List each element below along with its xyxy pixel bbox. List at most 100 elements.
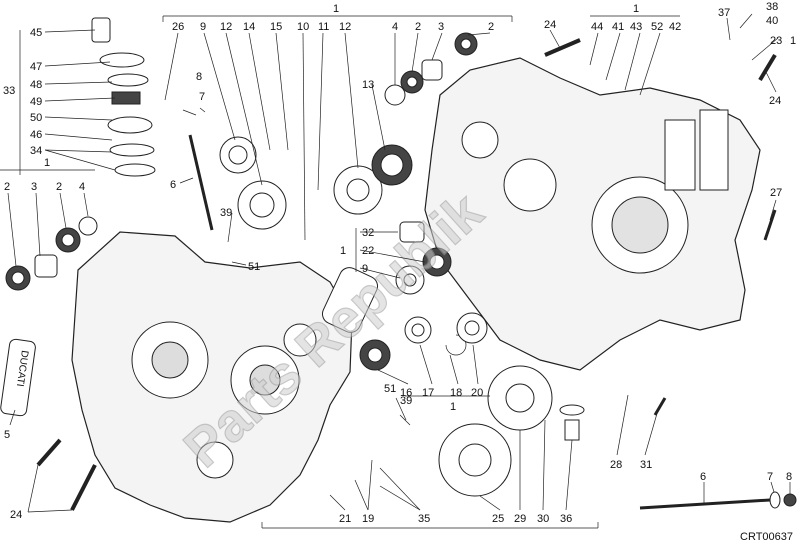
callout-30: 30 <box>537 513 549 525</box>
callout-1-left: 1 <box>44 157 50 169</box>
callout-labels: 1 26 9 12 14 15 10 11 12 4 2 3 2 24 1 44… <box>3 1 796 525</box>
bolt-24c[interactable] <box>70 464 97 511</box>
callout-13: 13 <box>362 79 374 91</box>
callout-7b: 7 <box>767 471 773 483</box>
callout-36: 36 <box>560 513 572 525</box>
sleeve-part[interactable] <box>319 264 381 335</box>
pin-31[interactable] <box>653 397 667 416</box>
oil-pump-assembly[interactable] <box>91 17 156 177</box>
oil-seal-13[interactable] <box>371 144 413 186</box>
left-bearing-stack[interactable] <box>5 216 98 291</box>
callout-12b: 12 <box>339 21 351 33</box>
seal-16[interactable] <box>359 339 391 371</box>
top-bearing-stack[interactable] <box>384 32 478 106</box>
right-case-tower <box>664 119 696 191</box>
callout-45: 45 <box>30 27 42 39</box>
callout-35: 35 <box>418 513 430 525</box>
callout-50: 50 <box>30 112 42 124</box>
bearing-20[interactable] <box>456 312 488 344</box>
callout-33: 33 <box>3 85 15 97</box>
left-crankcase-half[interactable] <box>71 231 353 523</box>
right-case-bore-3 <box>461 121 499 159</box>
tube-brand-text: DUCATI <box>14 350 30 388</box>
callout-18: 18 <box>450 387 462 399</box>
seal-22[interactable] <box>422 247 452 277</box>
callout-4a: 4 <box>392 21 398 33</box>
callout-22: 22 <box>362 245 374 257</box>
callout-48: 48 <box>30 79 42 91</box>
callout-2a: 2 <box>415 21 421 33</box>
right-case-tower-2 <box>699 109 729 191</box>
callout-16: 16 <box>400 387 412 399</box>
callout-42: 42 <box>669 21 681 33</box>
callout-20: 20 <box>471 387 483 399</box>
callout-2b: 2 <box>488 21 494 33</box>
bearing-12a[interactable] <box>219 136 257 174</box>
sealant-tube[interactable]: DUCATI <box>0 338 36 417</box>
callout-15: 15 <box>270 21 282 33</box>
bearing-9b[interactable] <box>395 265 425 295</box>
bearing-12c[interactable] <box>333 165 383 215</box>
callout-32: 32 <box>362 227 374 239</box>
washer-7b[interactable] <box>769 491 781 509</box>
left-case-bore-1-inner <box>151 341 189 379</box>
right-case-bore-2 <box>503 158 557 212</box>
callout-12a: 12 <box>220 21 232 33</box>
bushing-32[interactable] <box>399 221 425 243</box>
callout-47: 47 <box>30 61 42 73</box>
bearing-12b[interactable] <box>237 180 287 230</box>
left-case-bore-2-inner <box>249 364 281 396</box>
callout-29: 29 <box>514 513 526 525</box>
callout-25: 25 <box>492 513 504 525</box>
bolt-24d[interactable] <box>36 438 62 467</box>
nut-8b[interactable] <box>783 493 797 507</box>
callout-24a: 24 <box>544 19 556 31</box>
bushing-17[interactable] <box>404 316 432 344</box>
bearing-25[interactable] <box>438 423 512 497</box>
long-stud-6b[interactable] <box>639 498 771 510</box>
callout-7a: 7 <box>199 91 205 103</box>
callout-51a: 51 <box>248 261 260 273</box>
callout-4b: 4 <box>79 181 85 193</box>
callout-6a: 6 <box>170 179 176 191</box>
bearing-29[interactable] <box>487 365 553 431</box>
callout-41: 41 <box>612 21 624 33</box>
callout-10: 10 <box>297 21 309 33</box>
drawing-code: CRT00637 <box>740 531 793 543</box>
callout-52: 52 <box>651 21 663 33</box>
callout-34: 34 <box>30 145 42 157</box>
callout-26: 26 <box>172 21 184 33</box>
callout-46: 46 <box>30 129 42 141</box>
callout-8b: 8 <box>786 471 792 483</box>
callout-27: 27 <box>770 187 782 199</box>
left-case-bore-4 <box>196 441 234 479</box>
stud-6[interactable] <box>188 134 214 231</box>
callout-14: 14 <box>243 21 255 33</box>
callout-1-bot: 1 <box>450 401 456 413</box>
callout-24c: 24 <box>10 509 22 521</box>
callout-11: 11 <box>318 21 329 33</box>
callout-38: 38 <box>766 1 778 13</box>
callout-37: 37 <box>718 7 730 19</box>
plug-30[interactable] <box>559 404 585 441</box>
callout-39a: 39 <box>220 207 232 219</box>
dowel-24a[interactable] <box>544 38 581 57</box>
callout-39b: 39 <box>400 395 412 407</box>
callout-1-mid: 1 <box>340 245 346 257</box>
callout-31: 31 <box>640 459 652 471</box>
callout-8: 8 <box>196 71 202 83</box>
callout-3b: 3 <box>31 181 37 193</box>
callout-24b: 24 <box>769 95 781 107</box>
callout-19: 19 <box>362 513 374 525</box>
callout-1-tr: 1 <box>633 3 639 15</box>
callout-43: 43 <box>630 21 642 33</box>
callout-2c: 2 <box>4 181 10 193</box>
callout-21: 21 <box>339 513 351 525</box>
callout-9: 9 <box>200 21 206 33</box>
callout-9b: 9 <box>362 263 368 275</box>
left-case-bore-3 <box>283 323 317 357</box>
bolt-24b[interactable] <box>758 53 777 82</box>
bolt-27[interactable] <box>763 209 777 241</box>
